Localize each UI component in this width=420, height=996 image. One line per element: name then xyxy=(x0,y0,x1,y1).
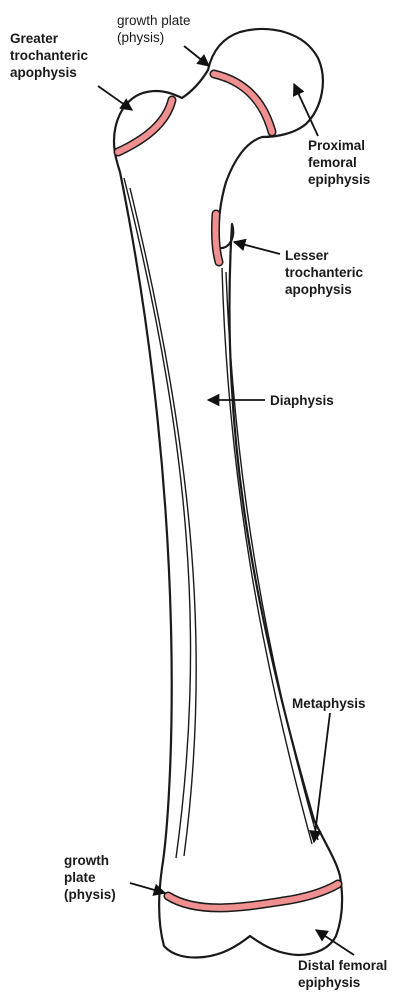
arrow-greater-trochanteric-apophysis xyxy=(98,86,132,110)
arrow-lesser-trochanteric-apophysis xyxy=(234,242,280,254)
label-diaphysis: Diaphysis xyxy=(270,392,334,409)
label-metaphysis: Metaphysis xyxy=(292,695,366,712)
label-growth-plate-bottom: growth plate (physis) xyxy=(64,852,116,903)
label-lesser-trochanteric-apophysis: Lesser trochanteric apophysis xyxy=(285,247,363,298)
growth-plate-fill xyxy=(215,214,219,262)
label-growth-plate-top: growth plate (physis) xyxy=(117,12,191,46)
label-greater-trochanteric-apophysis: Greater trochanteric apophysis xyxy=(10,30,88,81)
growth-plate-lesser-trochanter xyxy=(215,214,219,262)
label-distal-femoral-epiphysis: Distal femoral epiphysis xyxy=(298,957,387,991)
arrow-metaphysis xyxy=(314,713,330,842)
arrow-growth-plate-top xyxy=(184,46,209,66)
label-proximal-femoral-epiphysis: Proximal femoral epiphysis xyxy=(308,137,370,188)
